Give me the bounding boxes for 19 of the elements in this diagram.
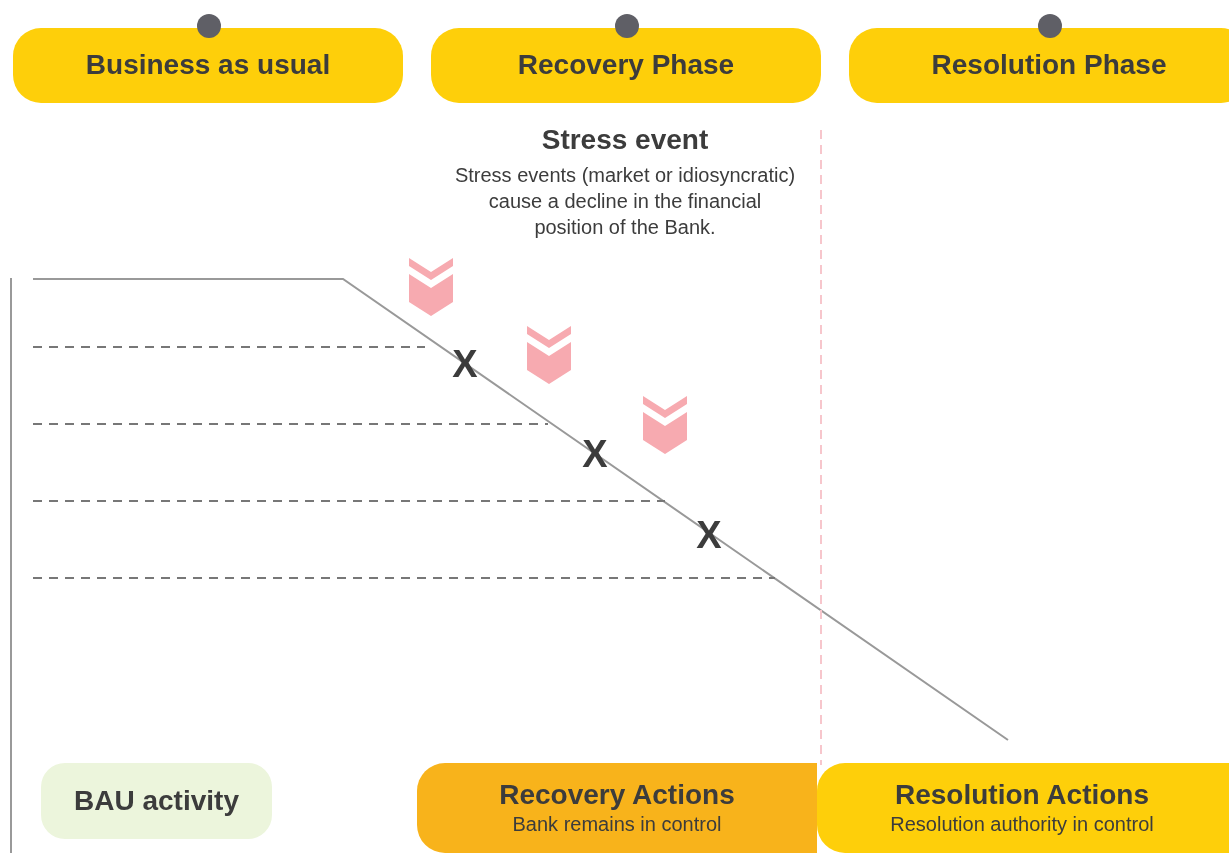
stress-description: Stress events (market or idiosyncratic) cause a decline in the financial position of the Bank. bbox=[453, 163, 797, 240]
x-mark: X bbox=[581, 432, 609, 477]
phase-pill bbox=[849, 28, 1229, 103]
x-mark: X bbox=[451, 342, 479, 387]
heading: BAU activity bbox=[74, 784, 239, 818]
actions-box bbox=[817, 763, 1229, 853]
actions-box bbox=[417, 763, 817, 853]
stress-heading: Stress event bbox=[540, 123, 710, 157]
heading: Business as usual bbox=[85, 49, 331, 82]
heading: Resolution Actions bbox=[894, 778, 1150, 812]
phase-pill bbox=[13, 28, 403, 103]
activity-box bbox=[41, 763, 272, 839]
subtitle: Bank remains in control bbox=[512, 812, 722, 838]
heading: Recovery Actions bbox=[499, 778, 735, 812]
heading: Resolution Phase bbox=[931, 49, 1167, 82]
subtitle: Resolution authority in control bbox=[890, 812, 1154, 838]
phase-pill bbox=[431, 28, 821, 103]
heading: Recovery Phase bbox=[517, 49, 735, 82]
x-mark: X bbox=[695, 513, 723, 558]
